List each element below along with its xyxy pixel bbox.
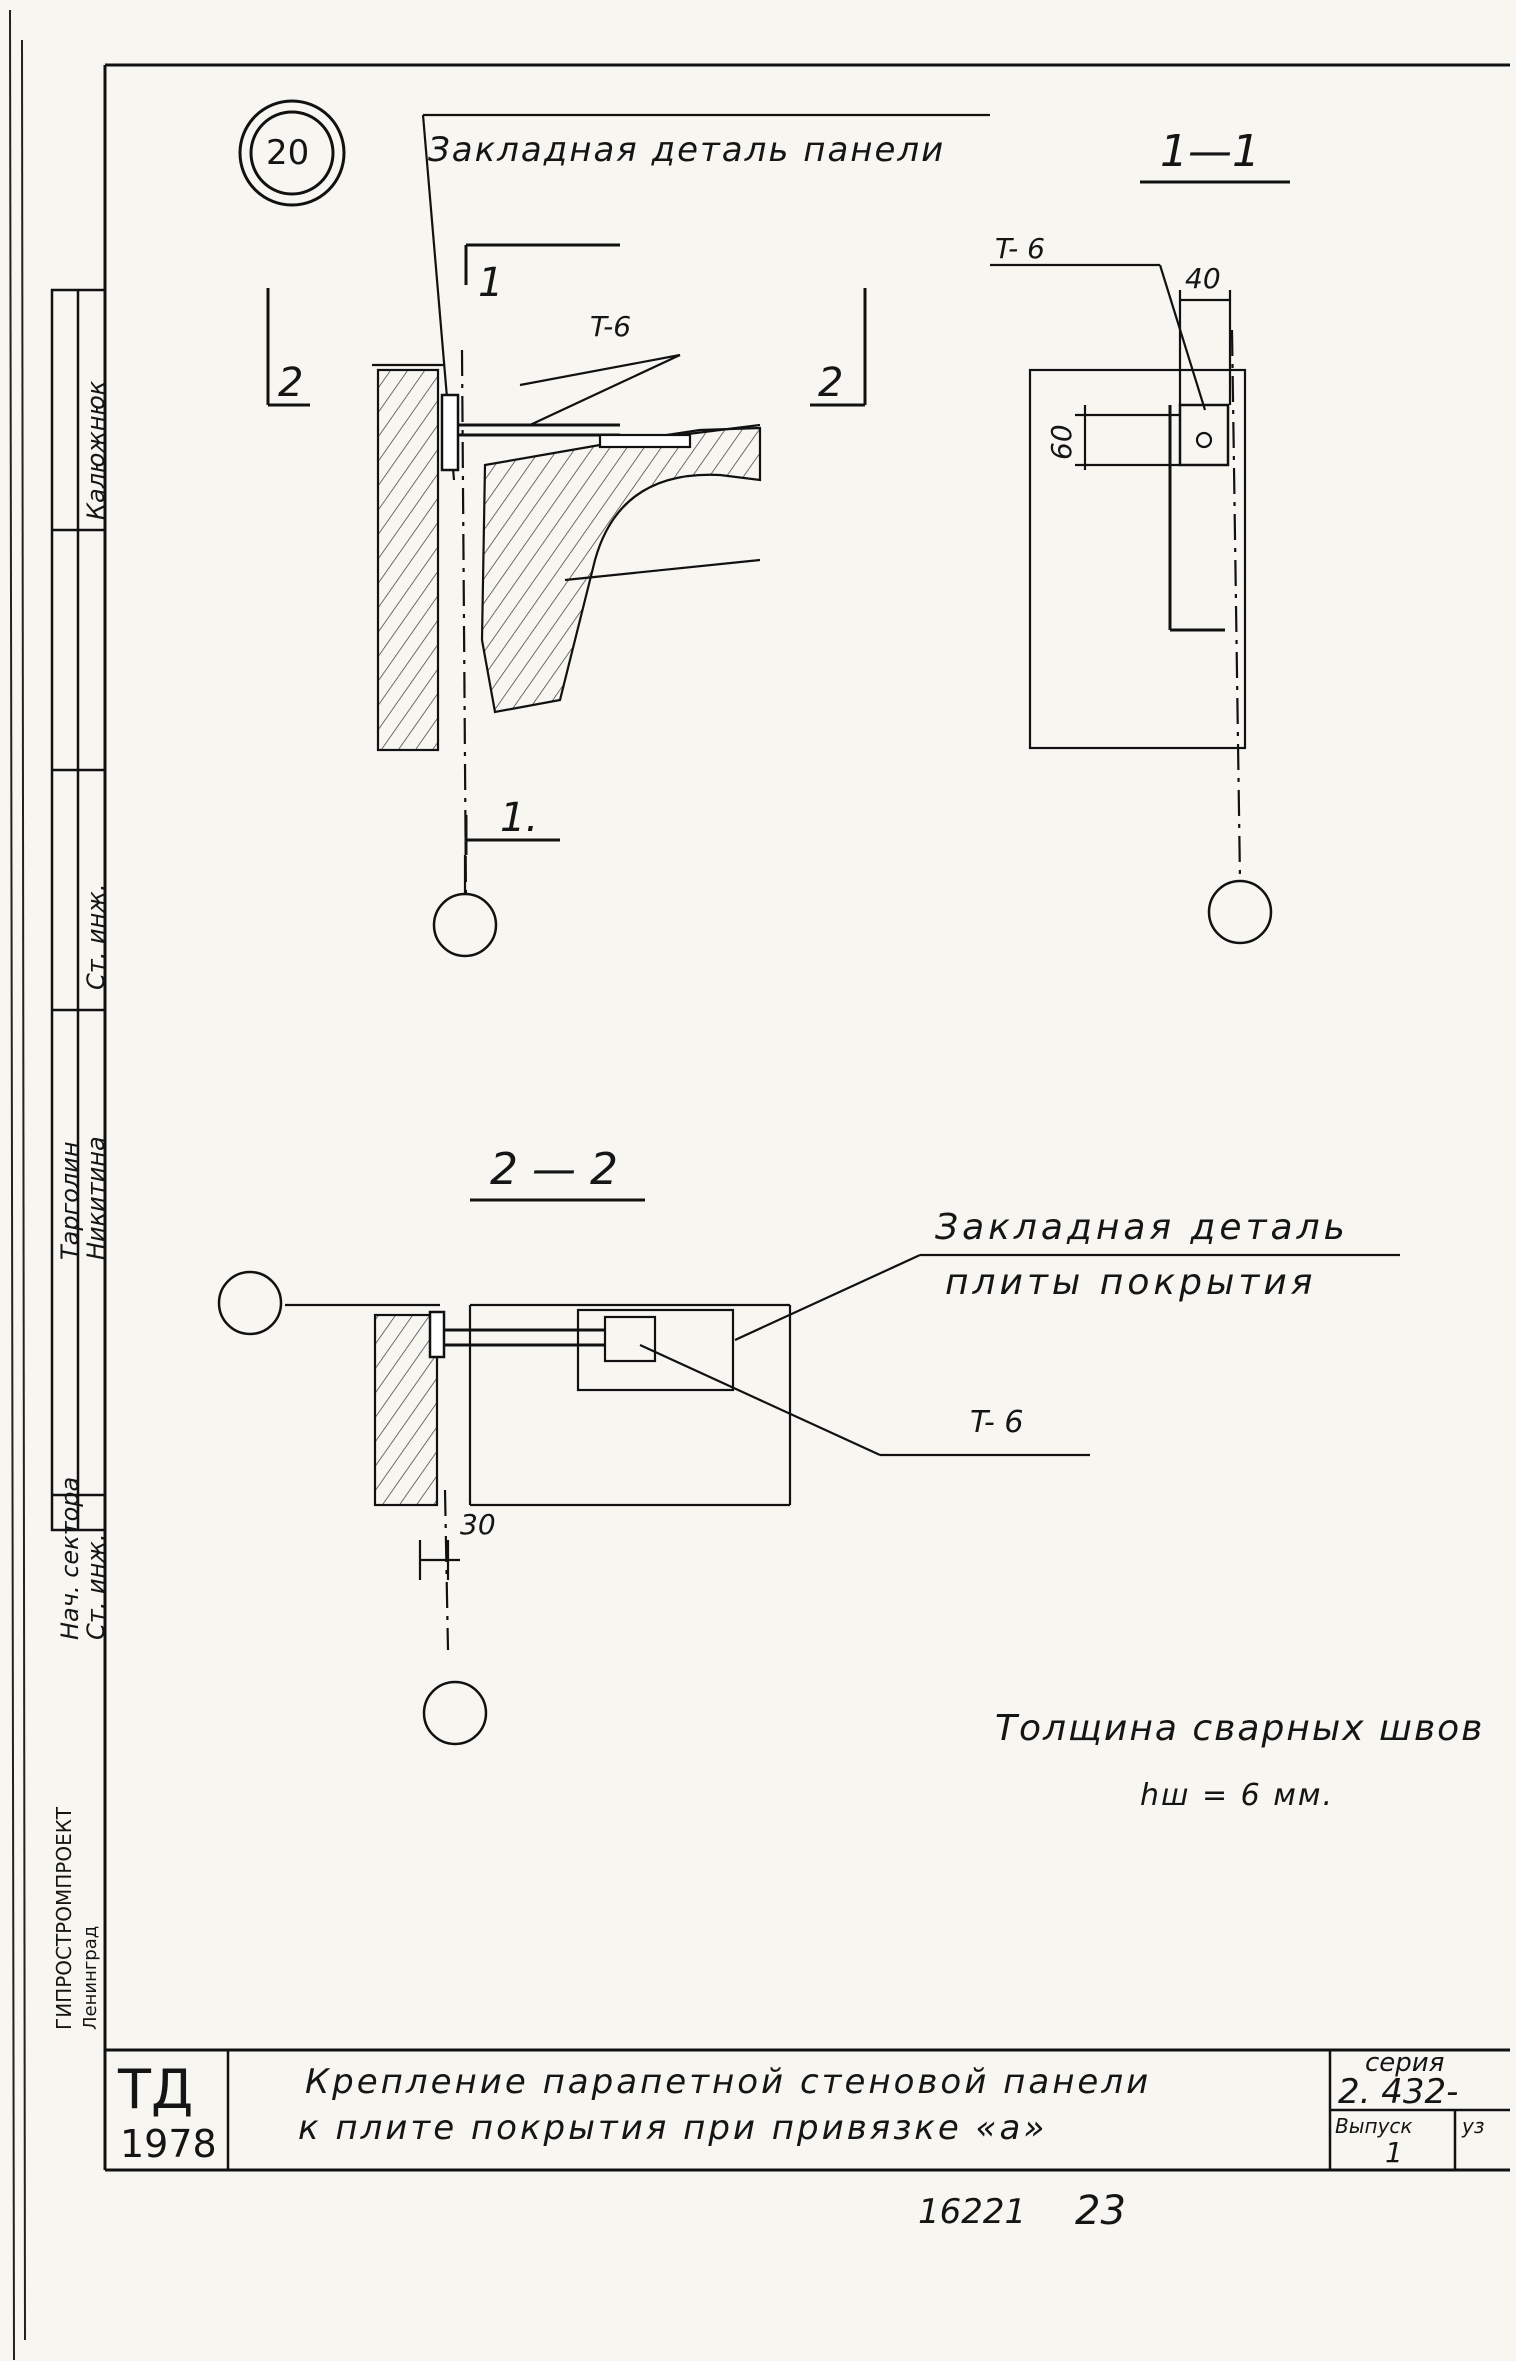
title-year: 1978: [120, 2122, 217, 2166]
title-line-1: Крепление парапетной стеновой панели: [305, 2062, 1152, 2102]
stamp-row3-role: Ст. инж.: [82, 883, 110, 990]
label-cut-1-bottom: 1.: [500, 795, 539, 841]
page-number: 23: [1075, 2188, 1126, 2234]
weld-note-line-1: Толщина сварных швов: [995, 1708, 1485, 1749]
issue-label: Выпуск: [1335, 2114, 1413, 2138]
stamp-row1-role: Нач. сектора: [56, 1476, 84, 1640]
stamp-org: ГИПРОСТРОМПРОЕКТ: [52, 1806, 76, 2030]
label-t6-top: T-6: [590, 310, 632, 343]
side-stamp: [50, 288, 107, 1532]
dim-60: 60: [1045, 424, 1078, 460]
stamp-row2-role: Ст. инж.: [82, 1533, 110, 1640]
label-cut-2-right: 2: [818, 360, 844, 406]
label-slab-embed-2: плиты покрытия: [945, 1262, 1317, 1303]
label-section-1-1: 1—1: [1160, 126, 1260, 177]
sheet-number-circle: [238, 99, 346, 207]
issue-value: 1: [1385, 2136, 1403, 2169]
archive-number: 16221: [918, 2192, 1027, 2232]
dim-30: 30: [460, 1508, 496, 1541]
label-section-2-2: 2 — 2: [490, 1144, 618, 1195]
dim-40: 40: [1185, 262, 1221, 295]
stamp-row4-name: Калюжнюк: [82, 380, 110, 520]
label-cut-1-top: 1: [478, 260, 504, 306]
series-label: серия: [1365, 2048, 1445, 2078]
weld-note-line-2: hш = 6 мм.: [1140, 1778, 1335, 1813]
stamp-city: Ленинград: [80, 1925, 101, 2030]
view-section-2-2: [217, 1198, 1400, 1746]
node-label: уз: [1462, 2114, 1485, 2138]
series-value: 2. 432-: [1338, 2072, 1459, 2112]
binding-lines: [9, 9, 26, 2361]
label-t6-section: T- 6: [995, 232, 1045, 265]
label-cut-2-left: 2: [278, 360, 304, 406]
title-block-lines: [226, 2050, 1510, 2170]
sheet-number: 20: [266, 133, 310, 173]
sheet-frame: [103, 63, 1510, 2172]
view-main-section: [266, 113, 990, 958]
title-logo: ТД: [118, 2058, 194, 2121]
stamp-row2-name: Никитина: [82, 1136, 110, 1260]
stamp-row1-name: Тарголин: [56, 1141, 84, 1260]
label-panel-embed: Закладная деталь панели: [428, 130, 946, 170]
title-line-2: к плите покрытия при привязке «а»: [298, 2108, 1048, 2148]
label-slab-embed-1: Закладная деталь: [935, 1207, 1349, 1248]
label-t6-bottom: T- 6: [970, 1405, 1024, 1440]
view-section-1-1: [990, 180, 1290, 945]
